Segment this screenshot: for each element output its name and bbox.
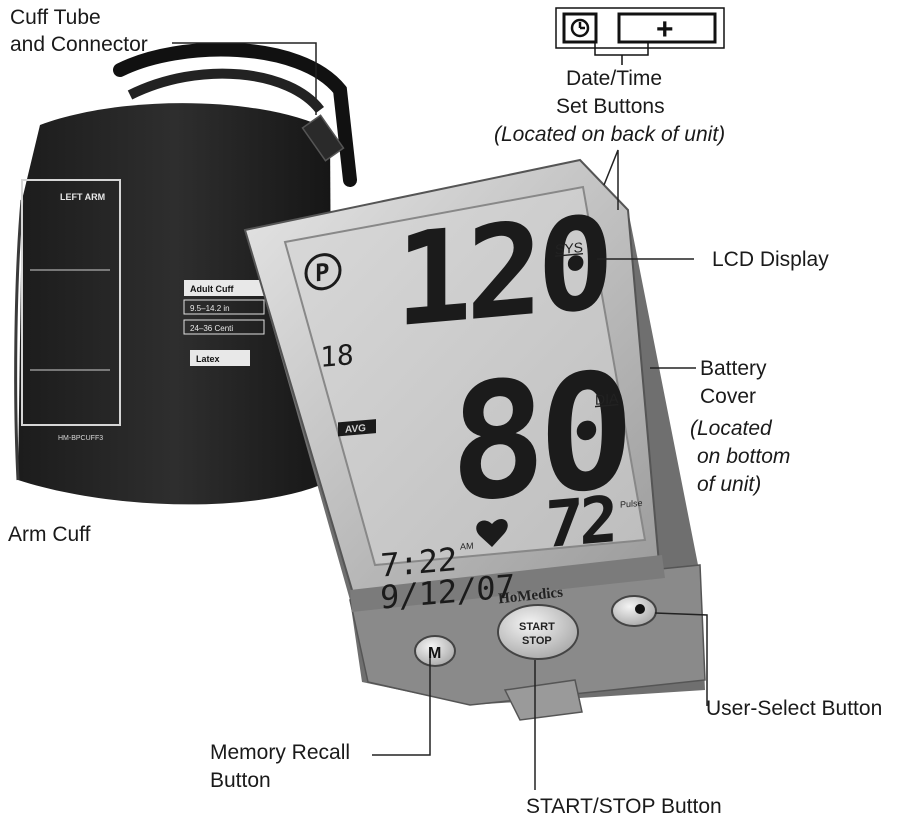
heart-icon [476,519,508,547]
avg-badge-text: AVG [345,423,366,436]
plus-symbol: + [656,13,674,46]
memory-recall-button[interactable]: M [414,635,456,667]
lcd-display: P 120 SYS 18 AVG 80 DIA 72 Pulse 7:22 AM… [304,189,642,617]
user-icon-letter: P [315,258,329,287]
diastolic-value: 80 [450,336,627,538]
cuff-tube-label-line2: and Connector [10,33,148,56]
battery-note-line2: on bottom [697,445,791,468]
arm-cuff: LEFT ARM HM-BPCUFF3 Adult Cuff 9.5–14.2 … [14,42,357,505]
date-time-label-line1: Date/Time [566,67,663,90]
memory-number: 18 [320,338,354,374]
avg-badge [338,419,376,437]
lcd-display-label: LCD Display [712,248,829,271]
set-buttons-inset: + [555,7,725,65]
monitor-unit [243,158,706,721]
memory-button-label: M [428,645,441,662]
time-value: 7:22 [380,540,457,585]
battery-cover-label-line1: Battery [700,357,767,380]
start-stop-button[interactable]: START STOP [497,604,579,660]
pulse-label: Pulse [620,498,642,510]
dia-label: DIA [595,390,619,408]
cuff-adult-text: Adult Cuff [190,284,234,294]
cuff-latex-text: Latex [196,354,220,364]
leader-lines [172,42,708,790]
pulse-value: 72 [545,482,614,563]
am-label: AM [460,541,473,552]
start-stop-label: START/STOP Button [526,795,722,818]
systolic-value: 120 [395,189,608,356]
memory-recall-label-line1: Memory Recall [210,741,351,764]
date-time-note: (Located on back of unit) [494,123,726,146]
cuff-size-range-1: 9.5–14.2 in [190,304,230,313]
cuff-size-range-2: 24–36 Centi [190,324,233,333]
user-select-label: User-Select Button [706,697,883,720]
start-button-line1: START [519,621,555,633]
cuff-left-arm-text: LEFT ARM [60,192,105,202]
battery-note-line3: of unit) [697,473,762,496]
battery-note-line1: (Located [690,417,772,440]
start-button-line2: STOP [522,635,552,647]
user-icon [304,253,342,291]
plus-set-button[interactable] [617,12,717,44]
arm-cuff-label: Arm Cuff [8,523,91,546]
user-select-icon [635,604,645,614]
brand-logo: HoMedics [497,585,563,608]
clock-icon [570,18,590,38]
battery-cover-label-line2: Cover [700,385,757,408]
sys-label: SYS [555,239,583,257]
cuff-model-text: HM-BPCUFF3 [58,435,103,442]
date-time-label-line2: Set Buttons [556,95,665,118]
user-select-button[interactable] [611,595,657,627]
memory-recall-label-line2: Button [210,769,271,792]
cuff-tube-label-line1: Cuff Tube [10,6,101,29]
